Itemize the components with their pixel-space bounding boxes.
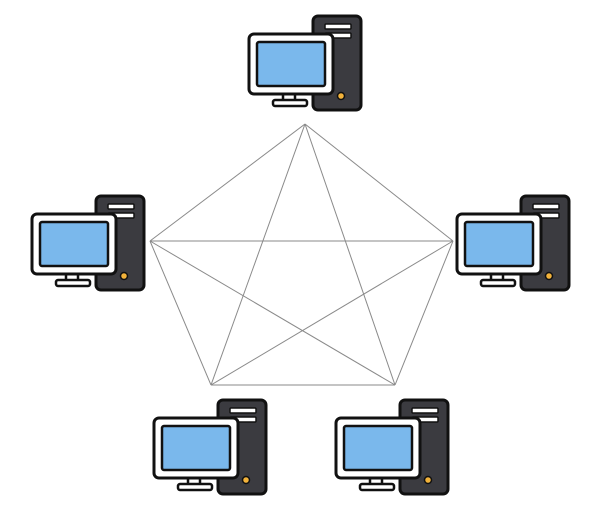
power-led (423, 475, 433, 485)
computer-top-desktop-computer-icon (247, 14, 363, 112)
connection-line-top-to-left (149, 123, 306, 242)
computer-bottom-left-desktop-computer-icon (152, 398, 268, 496)
monitor-screen (342, 424, 414, 472)
drive-slot (411, 407, 439, 414)
connection-line-top-to-bottom-right (304, 123, 396, 386)
drive-slot (229, 407, 257, 414)
monitor-base (54, 278, 92, 288)
connection-line-top-to-right (304, 123, 454, 242)
monitor-base (176, 482, 214, 492)
computer-right-desktop-computer-icon (455, 194, 571, 292)
monitor-screen (463, 220, 535, 268)
connection-lines (149, 123, 454, 386)
power-led (119, 271, 129, 281)
computer-bottom-right-desktop-computer-icon (334, 398, 450, 496)
connection-line-left-to-bottom-left (149, 240, 212, 386)
monitor-base (271, 98, 309, 108)
connection-line-left-to-bottom-right (149, 240, 396, 386)
connection-line-right-to-bottom-right (394, 240, 454, 386)
power-led (336, 91, 346, 101)
drive-slot (107, 203, 135, 210)
monitor-base (479, 278, 517, 288)
connection-line-top-to-bottom-left (210, 123, 306, 386)
drive-slot (532, 203, 560, 210)
connection-line-right-to-bottom-left (210, 240, 454, 386)
drive-slot (324, 23, 352, 30)
monitor-base (358, 482, 396, 492)
monitor-screen (38, 220, 110, 268)
monitor-screen (160, 424, 232, 472)
power-led (241, 475, 251, 485)
computer-nodes (30, 14, 571, 496)
computer-left-desktop-computer-icon (30, 194, 146, 292)
power-led (544, 271, 554, 281)
monitor-screen (255, 40, 327, 88)
